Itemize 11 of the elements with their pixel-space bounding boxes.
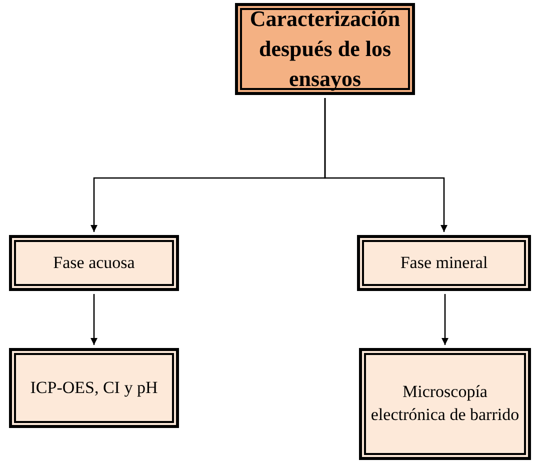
- box-label: Fase mineral: [400, 252, 488, 274]
- process-box: [360, 349, 530, 459]
- process-box: [236, 4, 414, 94]
- box-label: ICP-OES, CI y pH: [30, 376, 158, 399]
- process-box: [358, 236, 530, 290]
- box-label: Caracterización después de los ensayos: [248, 5, 402, 93]
- box-label: Fase acuosa: [53, 252, 135, 274]
- process-box: [10, 349, 178, 427]
- process-box: [10, 236, 178, 290]
- box-label: Microscopía electrónica de barrido: [370, 381, 520, 426]
- arrow: [324, 98, 448, 232]
